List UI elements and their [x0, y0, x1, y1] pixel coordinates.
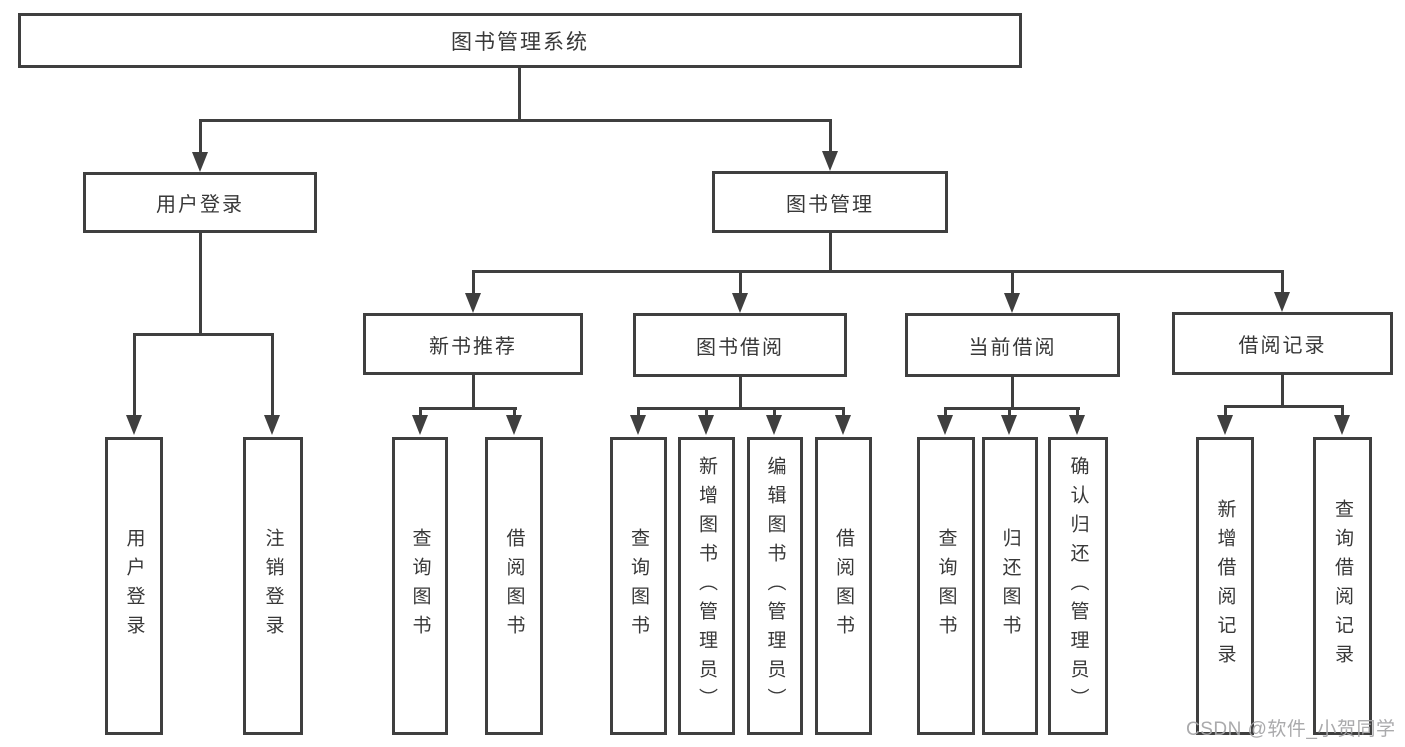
connector-drop-new-book	[472, 270, 475, 295]
box-user-login: 用户登录	[83, 172, 317, 233]
box-book-management: 图书管理	[712, 171, 948, 233]
connector-drop-g3-3	[773, 407, 776, 417]
leaf-confirm-return-admin-label: 确认归还（管理员）	[1067, 455, 1089, 717]
connector-drop-book-mgmt	[829, 119, 832, 154]
leaf-edit-book-admin-label: 编辑图书（管理员）	[764, 455, 786, 717]
arrowhead-new-book	[465, 293, 481, 313]
arrowhead-g3-3	[766, 415, 782, 435]
connector-drop-g4-3	[1076, 407, 1079, 417]
arrowhead-g5-1	[1217, 415, 1233, 435]
connector-drop-g2-1	[419, 407, 422, 417]
arrowhead-book-borrow	[732, 293, 748, 313]
connector-drop-g2-2	[513, 407, 516, 417]
connector-current-borrow-hline	[944, 407, 1080, 410]
leaf-query-borrow-record: 查询借阅记录	[1313, 437, 1372, 735]
connector-drop-g5-2	[1341, 405, 1344, 417]
arrowhead-g3-4	[835, 415, 851, 435]
connector-borrow-records-stem	[1281, 375, 1284, 407]
arrowhead-g5-2	[1334, 415, 1350, 435]
box-borrow-records: 借阅记录	[1172, 312, 1393, 375]
leaf-add-borrow-record-label: 新增借阅记录	[1214, 499, 1236, 673]
connector-drop-g3-2	[705, 407, 708, 417]
leaf-logout: 注销登录	[243, 437, 303, 735]
connector-drop-leaf-logout	[271, 333, 274, 417]
connector-drop-book-borrow	[739, 270, 742, 295]
leaf-add-book-admin: 新增图书（管理员）	[678, 437, 735, 735]
leaf-query-borrow-record-label: 查询借阅记录	[1332, 499, 1353, 673]
leaf-borrow-books: 借阅图书	[815, 437, 872, 735]
connector-new-book-stem	[472, 375, 475, 409]
arrowhead-g3-1	[630, 415, 646, 435]
leaf-query-books-current: 查询图书	[917, 437, 975, 735]
connector-drop-current-borrow	[1011, 270, 1014, 295]
box-new-book-recommend: 新书推荐	[363, 313, 583, 375]
leaf-query-books-recommend: 查询图书	[392, 437, 448, 735]
arrowhead-g2-1	[412, 415, 428, 435]
arrowhead-borrow-records	[1274, 292, 1290, 312]
leaf-query-books-current-label: 查询图书	[935, 528, 957, 644]
csdn-watermark: CSDN @软件_小贺同学	[1186, 719, 1396, 740]
leaf-query-books-borrow: 查询图书	[610, 437, 667, 735]
arrowhead-g4-2	[1001, 415, 1017, 435]
connector-user-login-stem	[199, 233, 202, 335]
leaf-return-book: 归还图书	[982, 437, 1038, 735]
connector-level2-hline	[472, 270, 1282, 273]
connector-drop-user-login	[199, 119, 202, 154]
leaf-borrow-books-recommend: 借阅图书	[485, 437, 543, 735]
box-current-borrow: 当前借阅	[905, 313, 1120, 377]
connector-book-borrow-stem	[739, 377, 742, 409]
connector-new-book-hline	[419, 407, 517, 410]
connector-book-borrow-hline	[637, 407, 845, 410]
connector-drop-g3-4	[842, 407, 845, 417]
arrowhead-current-borrow	[1004, 293, 1020, 313]
leaf-user-login: 用户登录	[105, 437, 163, 735]
connector-level1-hline	[199, 119, 832, 122]
connector-drop-borrow-records	[1281, 270, 1284, 295]
box-book-borrow: 图书借阅	[633, 313, 847, 377]
connector-drop-g5-1	[1224, 405, 1227, 417]
connector-drop-g3-1	[637, 407, 640, 417]
leaf-query-books-recommend-label: 查询图书	[409, 528, 431, 644]
arrowhead-g3-2	[698, 415, 714, 435]
connector-user-login-hline	[133, 333, 274, 336]
arrowhead-book-mgmt	[822, 151, 838, 171]
connector-drop-leaf-login	[133, 333, 136, 417]
leaf-add-book-admin-label: 新增图书（管理员）	[696, 455, 717, 717]
arrowhead-leaf-login	[126, 415, 142, 435]
arrowhead-user-login	[192, 152, 208, 172]
arrowhead-leaf-logout	[264, 415, 280, 435]
arrowhead-g2-2	[506, 415, 522, 435]
connector-current-borrow-stem	[1011, 377, 1014, 409]
leaf-user-login-label: 用户登录	[123, 528, 145, 644]
connector-book-mgmt-stem	[829, 233, 832, 272]
connector-root-stem	[518, 68, 521, 122]
leaf-query-books-borrow-label: 查询图书	[628, 528, 649, 644]
leaf-return-book-label: 归还图书	[999, 528, 1021, 644]
leaf-logout-label: 注销登录	[262, 528, 284, 644]
leaf-borrow-books-recommend-label: 借阅图书	[503, 528, 525, 644]
leaf-edit-book-admin: 编辑图书（管理员）	[747, 437, 803, 735]
box-library-management-system: 图书管理系统	[18, 13, 1022, 68]
arrowhead-g4-3	[1069, 415, 1085, 435]
connector-borrow-records-hline	[1224, 405, 1344, 408]
connector-drop-g4-1	[944, 407, 947, 417]
connector-drop-g4-2	[1008, 407, 1011, 417]
leaf-add-borrow-record: 新增借阅记录	[1196, 437, 1254, 735]
leaf-confirm-return-admin: 确认归还（管理员）	[1048, 437, 1108, 735]
arrowhead-g4-1	[937, 415, 953, 435]
leaf-borrow-books-label: 借阅图书	[833, 528, 854, 644]
